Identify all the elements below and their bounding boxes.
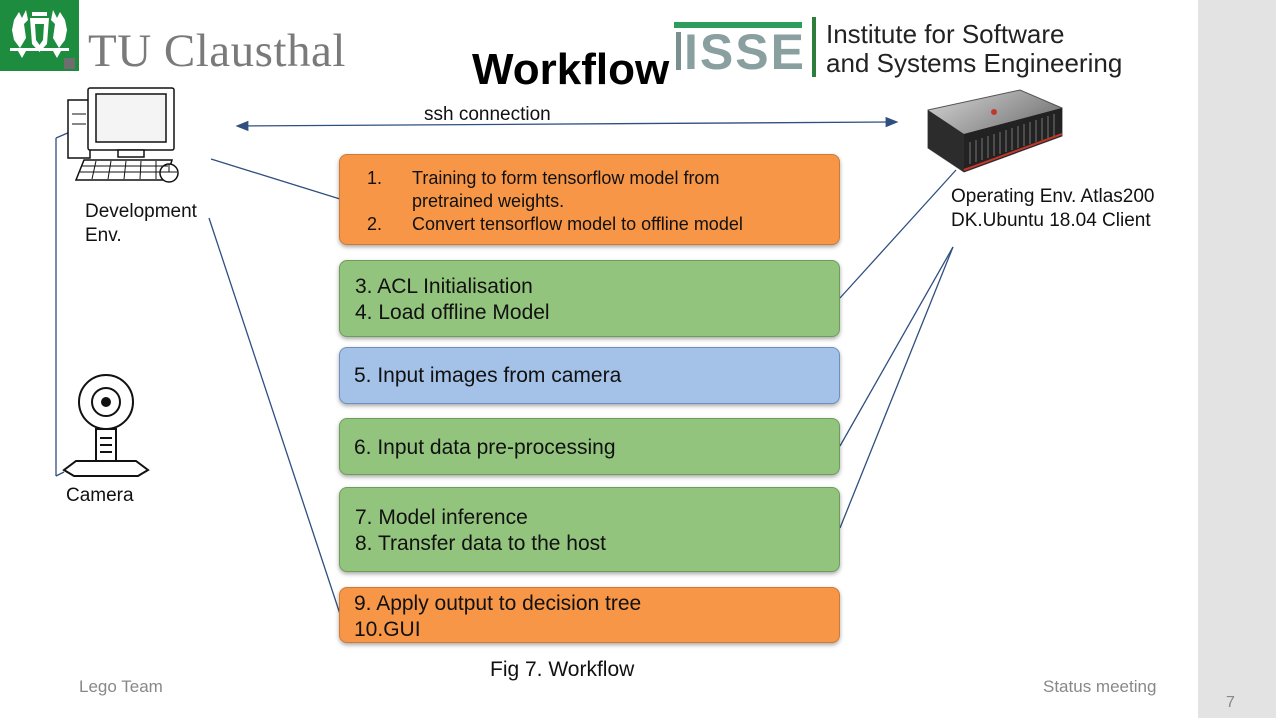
step-8-text: 8. Transfer data to the host <box>355 532 606 555</box>
operating-env-label: Operating Env. Atlas200 DK.Ubuntu 18.04 … <box>951 185 1155 233</box>
step-6-text: 6. Input data pre-processing <box>354 436 616 459</box>
isse-logo-mark: ISSE <box>674 22 804 80</box>
institute-name-line2: and Systems Engineering <box>826 48 1123 78</box>
step-item-1-text: Training to form tensorflow model from p… <box>412 168 720 211</box>
isse-acronym: ISSE <box>684 24 804 76</box>
camera-label: Camera <box>66 485 134 506</box>
step-10-text: 10.GUI <box>354 618 421 641</box>
step-box-camera-input: 5. Input images from camera <box>339 347 840 404</box>
isse-logo: ISSE <box>674 22 804 80</box>
page-number: 7 <box>1226 694 1235 711</box>
dev-to-step1-line <box>210 158 341 200</box>
institute-name-line1: Institute for Software <box>826 19 1065 49</box>
right-sidebar <box>1198 0 1276 718</box>
lion-crest-icon <box>10 10 69 58</box>
operating-env-label-line1: Operating Env. Atlas200 <box>951 186 1155 207</box>
step-item-1-number: 1. <box>367 168 383 188</box>
step-box-training: 1. Training to form tensorflow model fro… <box>339 154 840 245</box>
step-4-text: 4. Load offline Model <box>355 301 550 324</box>
step-5-text: 5. Input images from camera <box>354 364 622 387</box>
operating-env-label-line2: DK.Ubuntu 18.04 Client <box>951 210 1151 231</box>
step-3-text: 3. ACL Initialisation <box>355 275 533 298</box>
step-9-text: 9. Apply output to decision tree <box>354 592 642 615</box>
step-box-inference: 7. Model inference 8. Transfer data to t… <box>339 487 840 572</box>
server-device-icon <box>924 86 1066 176</box>
step-7-text: 7. Model inference <box>355 506 528 529</box>
step-item-2-text: Convert tensorflow model to offline mode… <box>412 214 743 234</box>
computer-icon <box>66 84 196 188</box>
server-to-step6-line <box>839 246 954 447</box>
server-to-step7-line <box>839 246 954 529</box>
footer-meeting: Status meeting <box>1043 677 1157 696</box>
step-box-acl: 3. ACL Initialisation 4. Load offline Mo… <box>339 260 840 337</box>
server-to-step3-line <box>839 169 957 299</box>
step-item-2-number: 2. <box>367 214 383 234</box>
step-box-preprocessing: 6. Input data pre-processing <box>339 418 840 475</box>
institute-name: Institute for Software and Systems Engin… <box>826 20 1122 78</box>
development-env-label-line1: Development <box>85 201 197 222</box>
tu-clausthal-logo <box>0 0 79 71</box>
footer-team: Lego Team <box>79 677 163 696</box>
camera-icon <box>62 374 150 478</box>
tu-logo-dot <box>64 58 75 69</box>
dev-to-step9-line <box>208 217 341 615</box>
development-env-label: Development Env. <box>85 200 197 248</box>
slide-title: Workflow <box>472 45 670 94</box>
isse-divider <box>812 17 816 77</box>
ssh-connection-label: ssh connection <box>424 104 551 125</box>
development-env-label-line2: Env. <box>85 225 122 246</box>
figure-caption: Fig 7. Workflow <box>490 658 635 681</box>
connector-lines <box>55 116 957 615</box>
university-name: TU Clausthal <box>88 25 346 77</box>
step-box-decision-tree: 9. Apply output to decision tree 10.GUI <box>339 587 840 643</box>
ssh-connection-arrow <box>235 116 899 132</box>
